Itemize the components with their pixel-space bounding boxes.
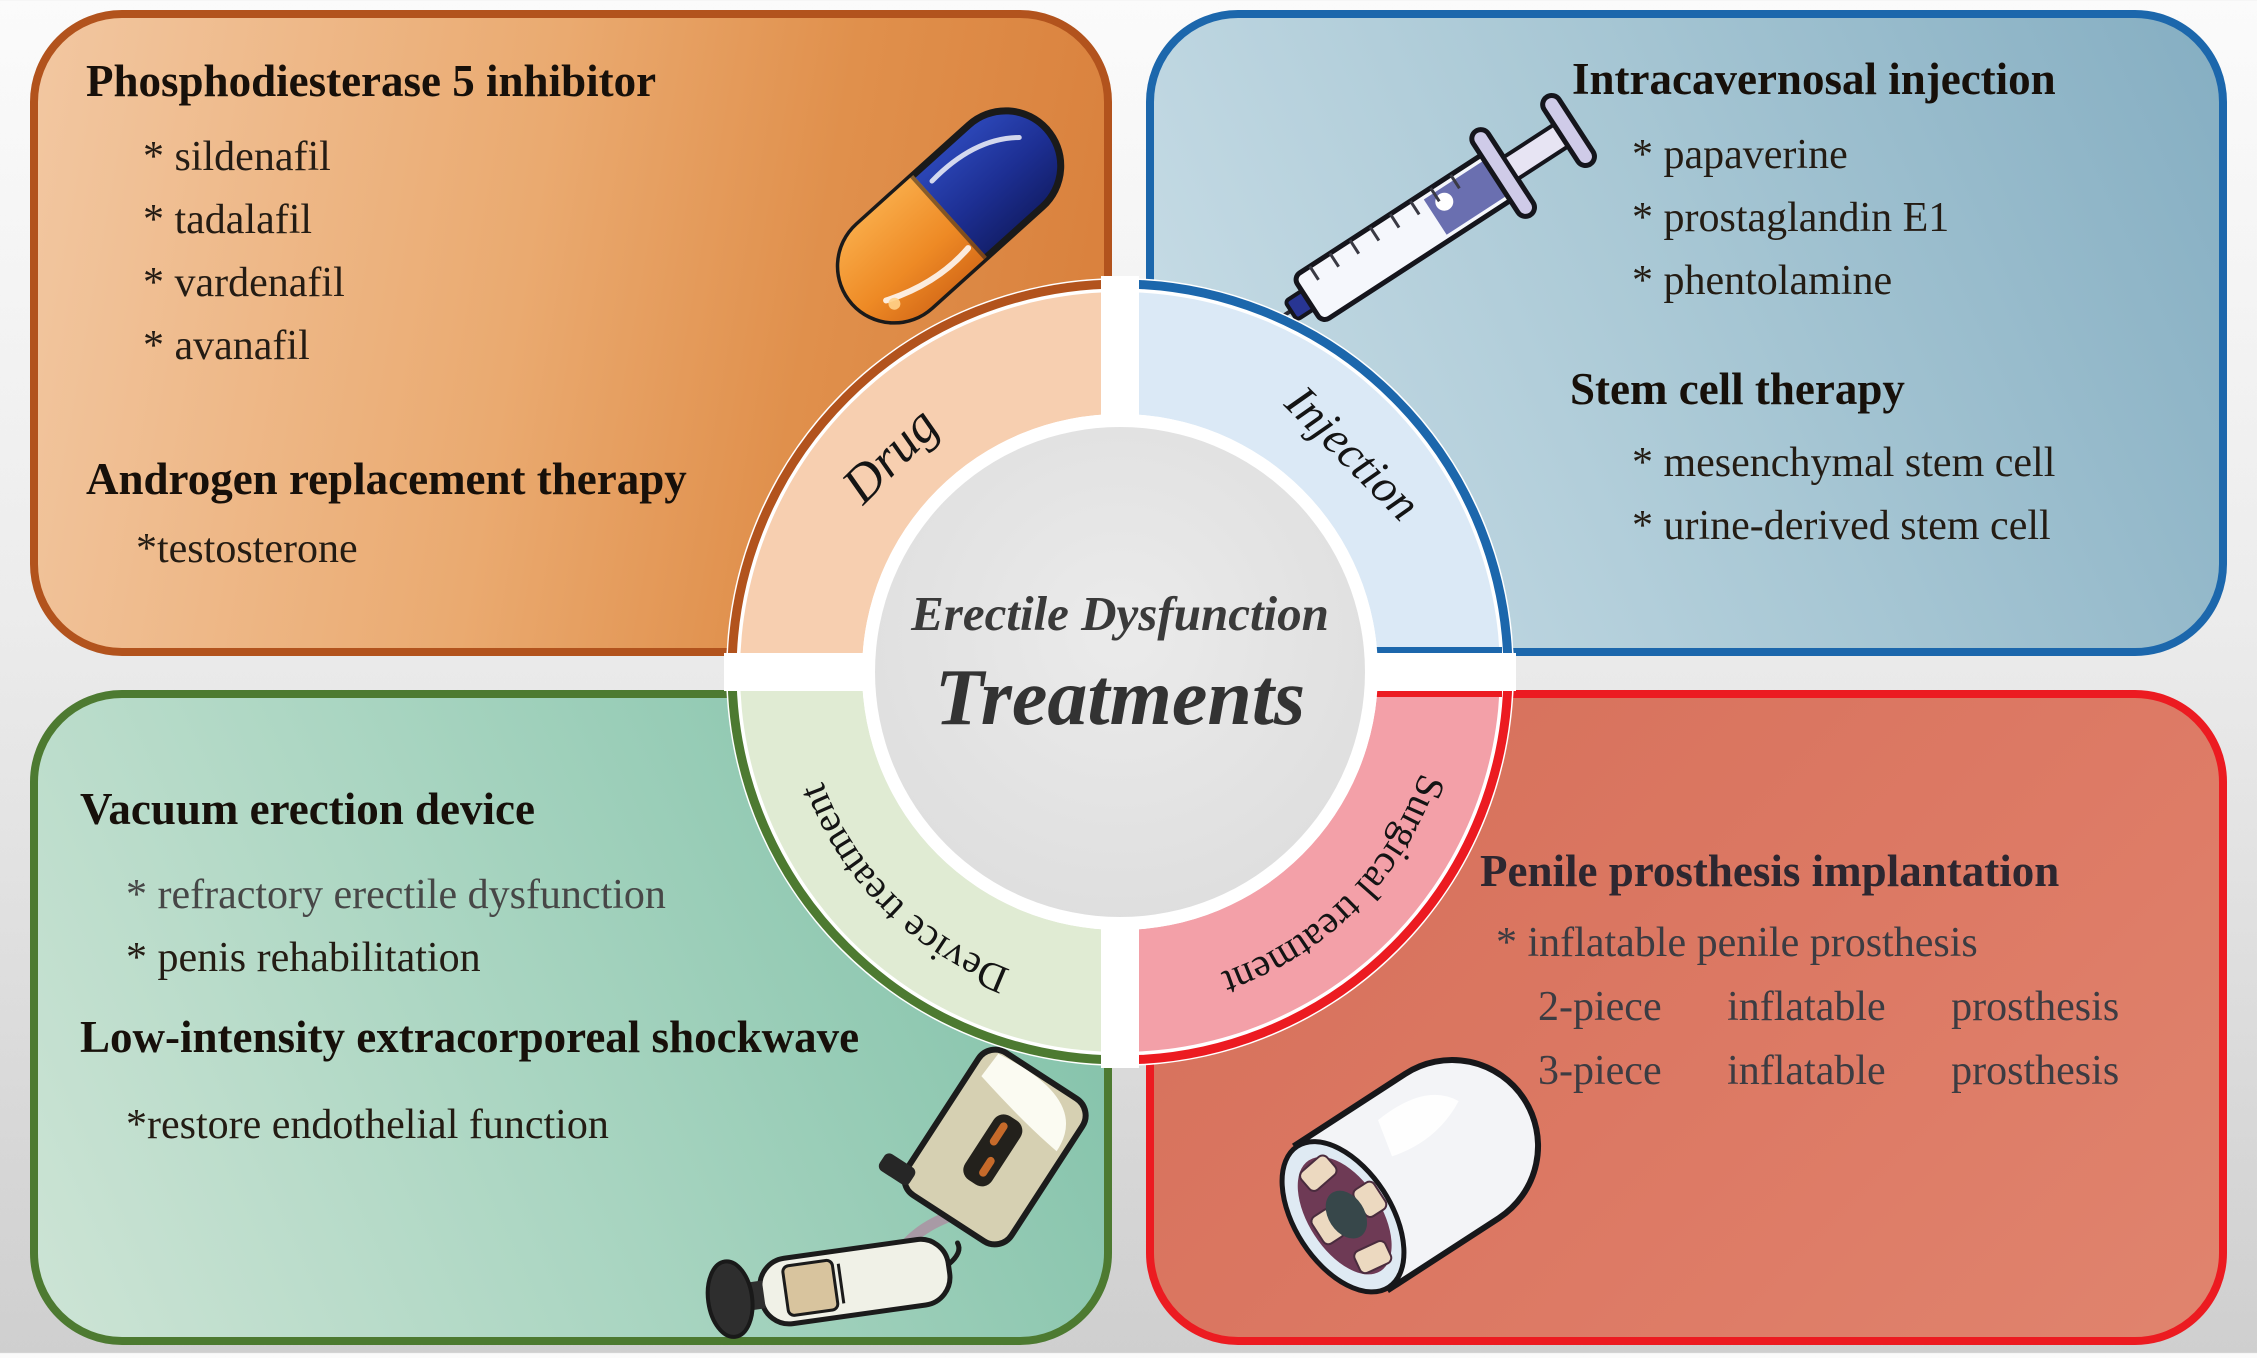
- list-item: * papaverine: [1632, 132, 1848, 178]
- surgical-list-item: 2-piece inflatable prosthesis: [1538, 984, 2120, 1030]
- list-item: *testosterone: [136, 526, 358, 572]
- drug-heading-2: Androgen replacement therapy: [86, 454, 687, 504]
- injection-list-1: * papaverine * prostaglandin E1 * phento…: [1632, 124, 1949, 313]
- ring-sector-device: [740, 672, 1120, 1052]
- gap-right: [1366, 653, 1516, 691]
- device-heading-2: Low-intensity extracorporeal shockwave: [80, 1012, 860, 1062]
- injection-list-2: * mesenchymal stem cell * urine-derived …: [1632, 432, 2055, 558]
- gap-top: [1101, 276, 1139, 426]
- capsule-pill-icon: [800, 68, 1100, 358]
- list-item: * prostaglandin E1: [1632, 195, 1950, 241]
- drug-list-1: * sildenafil * tadalafil * vardenafil * …: [143, 126, 345, 378]
- ring-sector-drug: [740, 292, 1120, 672]
- surgical-heading-1: Penile prosthesis implantation: [1480, 846, 2060, 896]
- list-item: * tadalafil: [143, 197, 313, 243]
- injection-edge-line: [1374, 647, 1502, 653]
- injection-border-arc: [1119, 279, 1513, 673]
- surgical-edge-line: [1374, 691, 1502, 697]
- gap-bottom: [1101, 918, 1139, 1068]
- injection-heading-2: Stem cell therapy: [1570, 364, 1905, 414]
- list-item: * refractory erectile dysfunction: [126, 872, 666, 918]
- list-item: * phentolamine: [1632, 258, 1893, 304]
- device-list-1: * refractory erectile dysfunction * peni…: [126, 864, 666, 990]
- center-title-line2: Treatments: [935, 654, 1305, 742]
- surgical-list-item: 3-piece inflatable prosthesis: [1538, 1048, 2120, 1094]
- device-border-arc: [727, 671, 1121, 1065]
- ring-sector-injection: [1120, 292, 1500, 672]
- gap-left: [724, 653, 874, 691]
- drug-border-arc: [727, 279, 1121, 673]
- list-item: *restore endothelial function: [126, 1102, 609, 1148]
- treatments-wheel: Drug Injection Device treatment Surgical…: [724, 276, 1516, 1068]
- list-item: * penis rehabilitation: [126, 935, 481, 981]
- vacuum-pump-icon: [695, 1035, 1125, 1345]
- injection-heading-1: Intracavernosal injection: [1572, 54, 2056, 104]
- surgical-list-item: * inflatable penile prosthesis: [1496, 920, 1978, 966]
- device-heading-1: Vacuum erection device: [80, 784, 535, 834]
- list-item: * sildenafil: [143, 134, 331, 180]
- surgical-border-arc: [1119, 671, 1513, 1065]
- center-disc: [875, 427, 1365, 917]
- list-item: * urine-derived stem cell: [1632, 503, 2051, 549]
- list-item: * mesenchymal stem cell: [1632, 440, 2056, 486]
- ring-sector-surgical: [1120, 672, 1500, 1052]
- center-title-line1: Erectile Dysfunction: [910, 586, 1329, 641]
- drug-list-2: *testosterone: [136, 518, 358, 581]
- device-list-2: *restore endothelial function: [126, 1094, 609, 1157]
- drug-heading-1: Phosphodiesterase 5 inhibitor: [86, 56, 657, 106]
- penile-prosthesis-icon: [1200, 1015, 1580, 1353]
- list-item: * vardenafil: [143, 260, 345, 306]
- list-item: * avanafil: [143, 323, 310, 369]
